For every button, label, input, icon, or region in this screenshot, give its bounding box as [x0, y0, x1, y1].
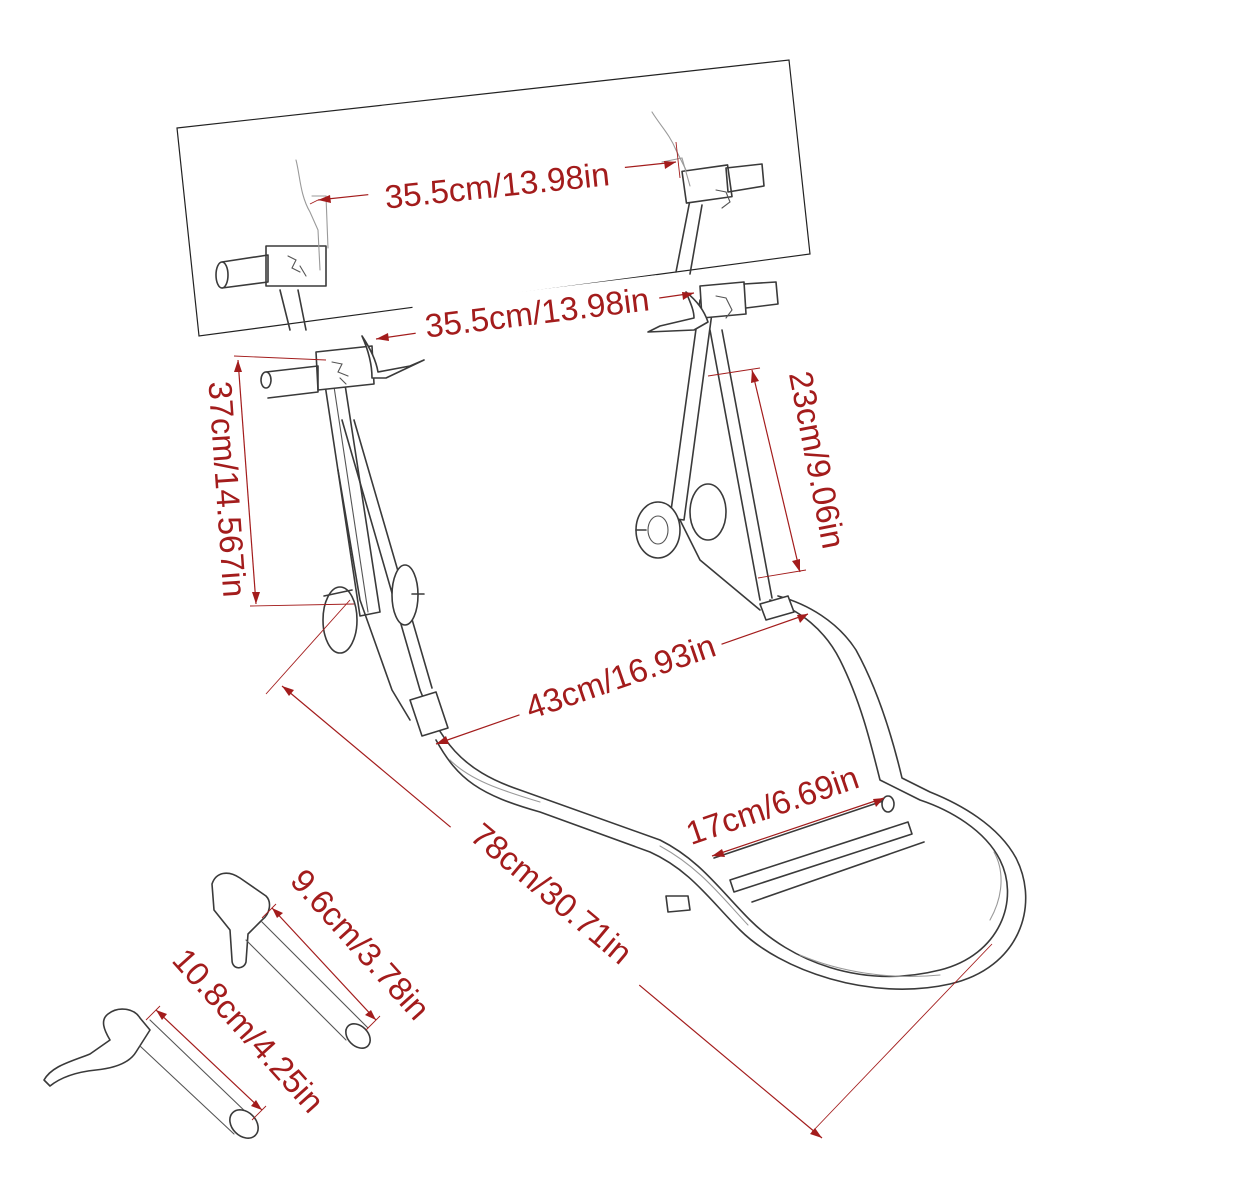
inset-width-label: 35.5cm/13.98in: [383, 155, 611, 215]
v-adapter-label: 9.6cm/3.78in: [284, 862, 438, 1027]
u-adapter-sketch: [43, 1008, 259, 1139]
v-adapter-sketch: [211, 872, 371, 1049]
left-height-label: 37cm/14.567in: [201, 380, 253, 599]
inset-width-dimension: 35.5cm/13.98in: [309, 141, 681, 219]
right-height-label: 23cm/9.06in: [782, 368, 853, 552]
v-adapter-dimension: 9.6cm/3.78in: [261, 862, 438, 1031]
right-height-dimension: 23cm/9.06in: [707, 367, 853, 579]
stand-main-sketch: [260, 281, 1027, 990]
inset-frame: [176, 59, 811, 337]
inset-stand-sketch: [215, 111, 765, 331]
frame-width-dimension: 43cm/16.93in: [435, 613, 809, 745]
top-width-dimension: 35.5cm/13.98in: [375, 275, 695, 345]
